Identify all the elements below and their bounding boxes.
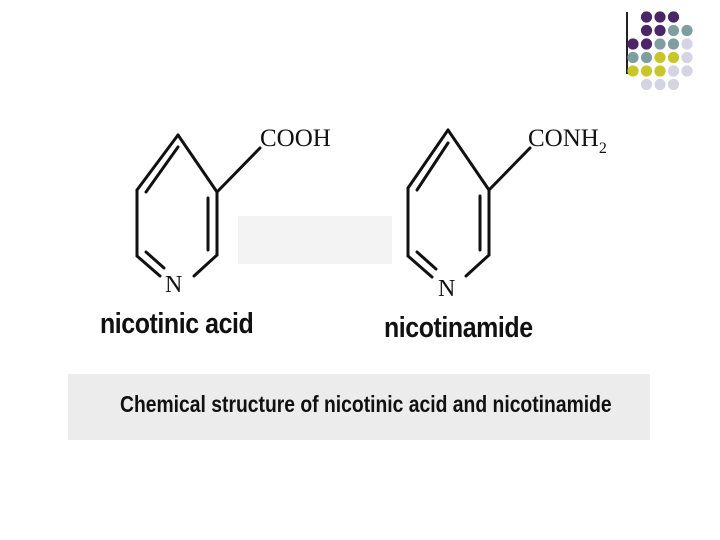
amide-group-main: CONH bbox=[528, 125, 599, 152]
decorative-dot bbox=[667, 78, 680, 91]
decorative-dot bbox=[654, 51, 666, 64]
decorative-dot bbox=[627, 51, 639, 64]
ring-double-bond bbox=[415, 250, 438, 271]
caption-band bbox=[68, 374, 650, 440]
nitrogen-atom-label: N bbox=[165, 272, 182, 298]
figure-caption: Chemical structure of nicotinic acid and… bbox=[120, 391, 612, 417]
decorative-dot bbox=[681, 65, 693, 77]
ring-bond bbox=[192, 253, 219, 278]
molecule-nicotinic-acid bbox=[135, 133, 262, 278]
ring-bond bbox=[464, 253, 491, 278]
ring-bond bbox=[406, 254, 434, 279]
ring-double-bond bbox=[144, 145, 180, 194]
background-patch bbox=[238, 216, 392, 264]
decorative-dot bbox=[640, 24, 653, 37]
decorative-dot bbox=[667, 38, 680, 50]
amide-group-subscript: 2 bbox=[599, 140, 607, 157]
decorative-dot bbox=[654, 24, 666, 37]
decorative-dot bbox=[667, 65, 680, 77]
amide-group-label: CONH2 bbox=[528, 125, 607, 157]
decorative-dot bbox=[654, 78, 666, 91]
decorative-dot bbox=[654, 65, 666, 77]
decorative-dot bbox=[640, 51, 653, 64]
decorative-dot bbox=[654, 11, 666, 23]
substituent-bond bbox=[215, 146, 262, 194]
decorative-dot bbox=[640, 65, 653, 77]
decorative-dot bbox=[681, 38, 693, 50]
decorative-dot bbox=[627, 65, 639, 77]
ring-double-bond bbox=[415, 141, 450, 192]
decorative-dot-grid bbox=[627, 11, 693, 91]
decorative-dot bbox=[640, 11, 653, 23]
substituent-bond bbox=[487, 146, 532, 192]
ring-bond bbox=[135, 254, 162, 278]
decorative-dot bbox=[667, 51, 680, 64]
decorative-line bbox=[626, 12, 628, 74]
ring-bond bbox=[446, 128, 491, 192]
carboxyl-group-label: COOH bbox=[260, 125, 331, 152]
decorative-dot bbox=[681, 51, 693, 64]
nitrogen-atom-label: N bbox=[438, 276, 455, 302]
ring-bond bbox=[176, 133, 219, 194]
decorative-dot bbox=[640, 78, 653, 91]
ring-double-bond bbox=[144, 250, 166, 270]
decorative-dot bbox=[667, 24, 680, 37]
ring-bond bbox=[135, 133, 180, 192]
label-nicotinic-acid: nicotinic acid bbox=[100, 308, 254, 340]
ring-bond bbox=[406, 128, 450, 190]
molecule-nicotinamide bbox=[406, 128, 532, 279]
decorative-dot bbox=[640, 38, 653, 50]
decorative-dot bbox=[667, 11, 680, 23]
decorative-dot bbox=[681, 24, 693, 37]
decorative-dot bbox=[627, 38, 639, 50]
label-nicotinamide: nicotinamide bbox=[384, 312, 533, 344]
decorative-dot bbox=[654, 38, 666, 50]
